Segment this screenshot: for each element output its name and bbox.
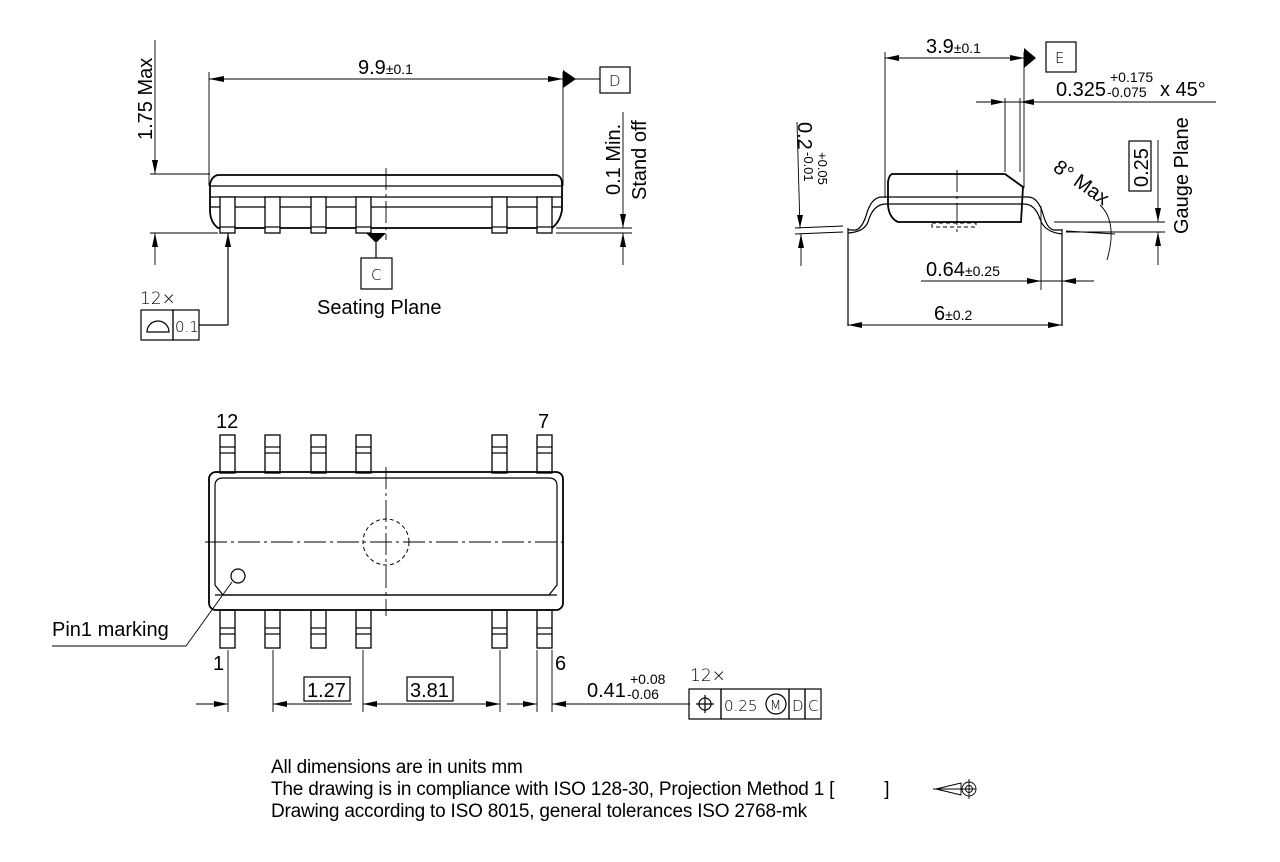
pin-label-1: 1 [213,653,224,675]
front-pins [219,196,553,234]
chamfer-value: 0.325 [1056,79,1106,101]
position-tol-modifier: M [770,699,781,714]
front-view: D 9.9±0.1 1.75 Max 0.1 Min. Stand off C … [135,40,651,341]
top-view: 12 7 1 6 Pin1 marking 1.27 3.81 0.41 + [52,411,822,720]
pin-label-6: 6 [555,653,566,675]
projection-method-icon [933,779,977,799]
datum-e-box [1045,41,1077,73]
gap-value: 3.81 [410,680,449,702]
coplanarity-count: 12× [140,289,176,309]
gauge-value-box [1128,140,1152,192]
datum-d-box [599,66,631,94]
position-tol-value: 0.25 [724,697,757,715]
body-width-value: 3.9±0.1 [926,36,981,58]
seating-plane-label: Seating Plane [317,297,442,319]
length-value: 9.9±0.1 [358,57,413,79]
coplanarity-value: 0.1 [175,318,199,336]
standoff-line2: Stand off [629,120,651,200]
lead-thickness-value: 0.2 [793,122,815,150]
position-tol-count: 12× [690,666,726,686]
standoff-line1: 0.1 Min. [603,124,625,195]
lead-length-value: 0.64±0.25 [926,259,1000,281]
datum-c-box [360,257,393,290]
top-pins-upper [219,434,553,474]
lead-width-tol-plus: +0.08 [630,671,666,687]
position-icon [696,695,714,713]
pin-label-7: 7 [538,411,549,433]
profile-surface-icon [146,320,170,333]
angle-label: 8° Max [1049,156,1113,210]
lead-thickness-tol-minus: -0.01 [801,152,816,182]
lead-width-tol-minus: -0.06 [627,686,659,702]
position-tol-datum1: D [792,697,804,715]
lead-thickness-tol-plus: +0.05 [815,152,830,185]
datum-d-label: D [609,72,621,90]
datum-c-label: C [371,266,381,284]
pin-label-12: 12 [216,411,238,433]
note-tolerances: Drawing according to ISO 8015, general t… [271,801,807,822]
chamfer-suffix: x 45° [1160,79,1206,101]
datum-e-label: E [1055,49,1064,67]
mmc-modifier-icon [765,693,787,715]
drawing-notes: All dimensions are in units mm The drawi… [271,757,890,823]
note-units: All dimensions are in units mm [271,757,523,778]
pin1-marking-label: Pin1 marking [52,619,169,641]
side-view: E 3.9±0.1 0.325 +0.175 -0.075 x 45° 0.2 … [793,36,1216,328]
overall-width-value: 6±0.2 [934,303,972,325]
note-projection: The drawing is in compliance with ISO 12… [271,779,890,800]
pitch-value: 1.27 [307,680,346,702]
ejector-pin-mark [362,518,410,566]
max-height-label: 1.75 Max [135,58,157,140]
lead-width-value: 0.41 [587,680,626,702]
gap-box [406,676,454,702]
gauge-plane-label: Gauge Plane [1171,117,1193,234]
gauge-value: 0.25 [1131,148,1153,187]
pitch-box [303,676,351,702]
chamfer-tol-plus: +0.175 [1110,69,1153,85]
pin1-marker-icon [230,568,246,584]
side-body-outline [887,173,1024,223]
top-pins-lower [219,609,553,649]
chamfer-tol-minus: -0.075 [1107,84,1147,100]
position-tol-datum2: C [808,697,818,715]
